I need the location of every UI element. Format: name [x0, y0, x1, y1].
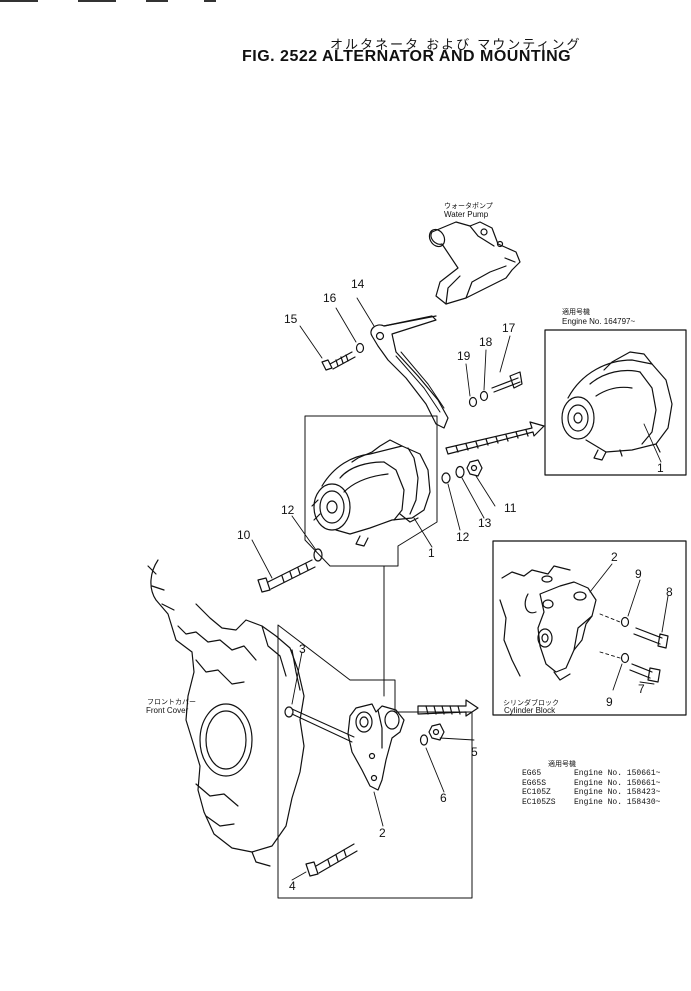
callout-2-inset: 2: [611, 550, 618, 564]
callout-16: 16: [323, 291, 337, 305]
water-pump: [428, 221, 521, 305]
stud-3: [284, 706, 355, 743]
callout-2-bottom: 2: [379, 826, 386, 840]
inset-box-bottom: [492, 540, 687, 716]
top-edge-mark: [0, 0, 38, 2]
callout-7: 7: [638, 682, 645, 696]
bolt-10: [257, 559, 316, 593]
cylinder-block-label-jp: シリンダブロック: [503, 699, 559, 707]
front-cover-label-jp: フロントカバー: [147, 698, 196, 706]
callout-1-main: 1: [428, 546, 435, 560]
callout-12-right: 12: [456, 530, 470, 544]
title-japanese: オルタネータ および マウンティング: [330, 38, 582, 53]
callout-1-inset: 1: [657, 461, 664, 475]
top-edge-mark: [78, 0, 116, 2]
cylinder-block-bracket: [499, 565, 669, 683]
callout-15: 15: [284, 312, 298, 326]
washer-16: [355, 342, 365, 354]
title-english: FIG. 2522 ALTERNATOR AND MOUNTING: [242, 48, 572, 65]
callout-17: 17: [502, 321, 516, 335]
bolt-17: [491, 371, 523, 393]
callout-12-left: 12: [281, 503, 295, 517]
washer-18: [479, 390, 489, 402]
callout-11: 11: [504, 501, 517, 515]
callout-18: 18: [479, 335, 493, 349]
engine-no-label: Engine No. 164797~: [562, 317, 636, 326]
nut-5: [428, 723, 445, 741]
water-pump-label: Water Pump: [444, 210, 489, 219]
callout-19: 19: [457, 349, 471, 363]
callout-4: 4: [289, 879, 296, 893]
cylinder-block-label: Cylinder Block: [504, 706, 556, 715]
adjust-bracket-14: [370, 315, 449, 429]
front-cover-label: Front Cover: [146, 706, 189, 715]
alternator-inset: [561, 351, 673, 461]
engine-no-label-jp: 適用号機: [562, 308, 590, 316]
callout-9-lower: 9: [606, 695, 613, 709]
washer-6: [419, 734, 429, 746]
arrow-to-inset-bottom: [417, 699, 479, 717]
bracket-2-bottom: [347, 703, 405, 791]
callout-8: 8: [666, 585, 673, 599]
front-cover: [147, 559, 305, 867]
callout-14: 14: [351, 277, 365, 291]
washer-13: [455, 465, 465, 479]
alternator-main: [311, 439, 431, 547]
washer-12-left: [313, 548, 323, 562]
bracket-group-outline: [277, 624, 473, 899]
callout-3: 3: [299, 642, 306, 656]
bolt-4: [305, 843, 358, 877]
alternator-group-outline: [304, 415, 438, 567]
nut-11: [466, 459, 483, 477]
inset-box-top: [544, 329, 687, 476]
washer-19: [468, 396, 478, 408]
callout-5: 5: [471, 745, 478, 759]
water-pump-label-jp: ウォータポンプ: [444, 202, 493, 210]
arrow-to-inset-top: [445, 421, 545, 455]
top-edge-mark: [146, 0, 168, 2]
top-edge-mark: [204, 0, 216, 2]
serial-heading-jp: 適用号機: [548, 760, 576, 768]
washer-12-right: [441, 472, 451, 484]
callout-9-upper: 9: [635, 567, 642, 581]
callout-13: 13: [478, 516, 492, 530]
callout-6: 6: [440, 791, 447, 805]
leader-lines: [251, 297, 669, 881]
callout-10: 10: [237, 528, 251, 542]
bolt-15: [321, 351, 356, 371]
